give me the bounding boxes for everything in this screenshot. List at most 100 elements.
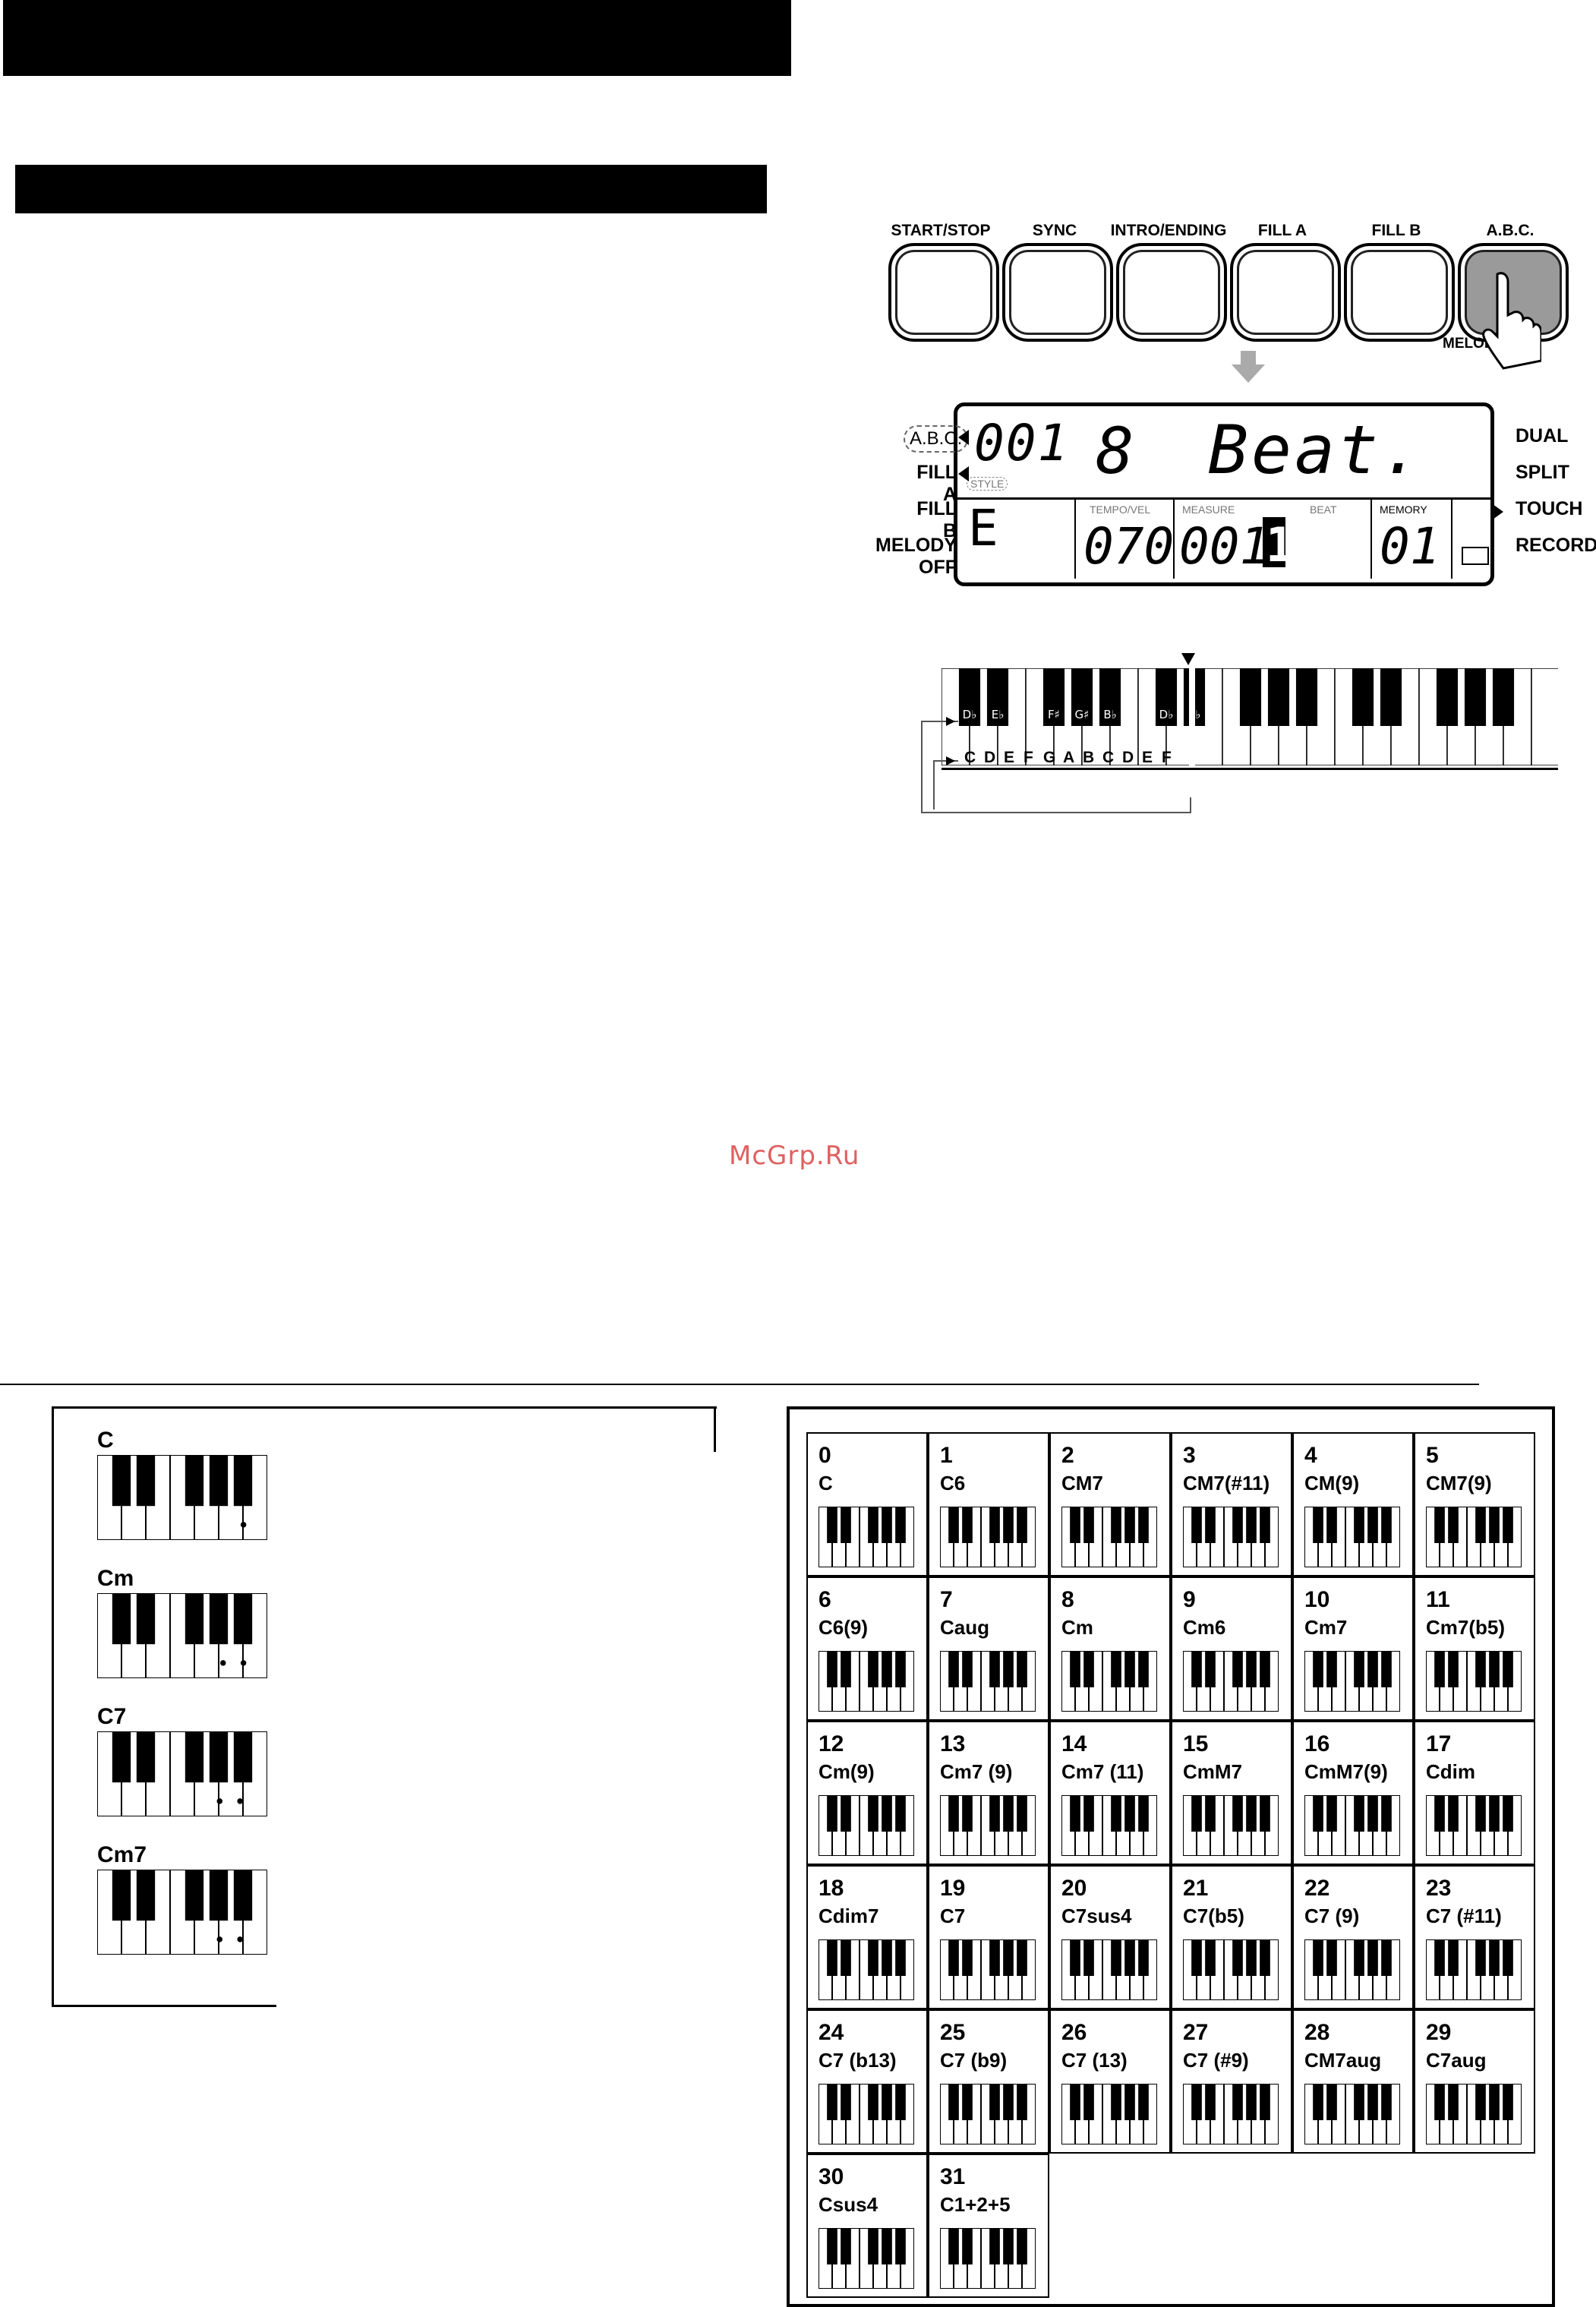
chord-type-name: C7 (b13)	[819, 2049, 897, 2072]
style-button[interactable]	[1344, 243, 1455, 342]
arrow-right-indicator-icon	[1493, 504, 1503, 519]
chord-keyboard-diagram	[1183, 1651, 1279, 1712]
style-button[interactable]	[1230, 243, 1341, 342]
note-label: E	[1142, 749, 1157, 766]
black-key	[989, 2084, 1000, 2120]
chord-keyboard-diagram	[1061, 1651, 1157, 1712]
black-key	[1492, 668, 1515, 726]
black-key	[1326, 1939, 1337, 1976]
note-label: C	[964, 749, 980, 766]
black-key	[841, 2084, 851, 2120]
measure-value: 001	[1179, 517, 1270, 576]
chord-type-name: C6	[940, 1472, 966, 1494]
black-key	[948, 1651, 959, 1687]
black-key	[1124, 2084, 1135, 2120]
button-label: INTRO/ENDING	[1110, 222, 1227, 239]
split-gap	[1189, 668, 1195, 765]
style-button[interactable]	[1002, 243, 1113, 342]
chord-number: 6	[819, 1587, 831, 1612]
chord-type-name: CM7aug	[1304, 2049, 1382, 2072]
black-key	[948, 1939, 959, 1976]
black-key	[962, 2084, 973, 2120]
black-key	[1083, 2084, 1094, 2120]
black-key	[112, 1731, 131, 1783]
chord-keyboard-diagram	[1304, 2084, 1400, 2144]
black-key	[1436, 668, 1459, 726]
black-key	[1475, 2084, 1486, 2120]
chord-type-name: CM7(#11)	[1183, 1472, 1270, 1494]
chord-keyboard-diagram	[1183, 1507, 1279, 1567]
black-key	[1124, 1651, 1135, 1687]
black-key	[1111, 1939, 1121, 1976]
black-key	[136, 1593, 156, 1645]
chord-note-dot	[220, 1660, 226, 1666]
lcd-divider-5	[1451, 499, 1452, 579]
black-key	[1313, 1939, 1323, 1976]
chord-keyboard-diagram	[819, 1939, 914, 2000]
black-key-label: B♭	[1103, 708, 1116, 721]
chord-note-dot	[237, 1936, 243, 1942]
black-key	[1489, 1507, 1500, 1543]
chord-note-dot	[216, 1798, 223, 1804]
lcd-divider-3	[1173, 499, 1175, 579]
chord-number: 15	[1183, 1731, 1209, 1756]
chord-type-name: C7aug	[1426, 2049, 1487, 2072]
style-button[interactable]	[1116, 243, 1227, 342]
black-key	[827, 1795, 837, 1832]
black-key	[1124, 1795, 1135, 1832]
black-key	[895, 2084, 906, 2120]
black-key	[1191, 1651, 1202, 1687]
header-bar	[3, 0, 791, 76]
black-key	[1489, 2084, 1500, 2120]
black-key	[1503, 1651, 1513, 1687]
chord-number: 26	[1061, 2020, 1087, 2045]
chord-keyboard-diagram	[1061, 2084, 1157, 2144]
black-key	[1138, 1651, 1149, 1687]
style-button[interactable]	[888, 243, 999, 342]
black-key	[1354, 1939, 1364, 1976]
black-key	[1003, 1651, 1014, 1687]
chord-name: Cm7	[97, 1842, 147, 1867]
chord-keyboard-diagram	[1061, 1795, 1157, 1856]
chord-keyboard-diagram	[940, 2228, 1036, 2289]
black-key	[1326, 2084, 1337, 2120]
black-key	[989, 2228, 1000, 2264]
measure-label: MEASURE	[1182, 503, 1235, 516]
black-key	[1475, 1507, 1486, 1543]
lcd-chord: E	[968, 499, 998, 557]
chord-number: 18	[819, 1876, 844, 1901]
chord-cell: 24 C7 (b13)	[806, 2009, 928, 2154]
black-key	[989, 1507, 1000, 1543]
black-key	[1448, 1795, 1459, 1832]
beat-value: 1	[1266, 517, 1295, 573]
black-key	[209, 1731, 229, 1783]
chord-number: 24	[819, 2020, 844, 2045]
black-key	[868, 2084, 878, 2120]
chord-type-name: C7sus4	[1061, 1905, 1132, 1927]
black-key	[1352, 668, 1374, 726]
chord-note-dot	[237, 1798, 243, 1804]
button-label: FILL B	[1371, 222, 1421, 239]
note-label: A	[1063, 749, 1079, 766]
black-key	[962, 1651, 973, 1687]
black-key	[1017, 1795, 1027, 1832]
button-label: START/STOP	[891, 222, 991, 239]
black-key	[841, 1651, 851, 1687]
tempo-label: TEMPO/VEL	[1090, 503, 1151, 516]
black-key	[868, 1507, 878, 1543]
black-key-label: F♯	[1048, 708, 1060, 721]
black-key	[1017, 2084, 1027, 2120]
chord-keyboard-diagram	[1061, 1939, 1157, 2000]
lcd-divider	[957, 497, 1490, 500]
black-key	[1313, 1507, 1323, 1543]
black-key	[1070, 2084, 1080, 2120]
lcd-style-name: Beat.	[1208, 411, 1424, 489]
